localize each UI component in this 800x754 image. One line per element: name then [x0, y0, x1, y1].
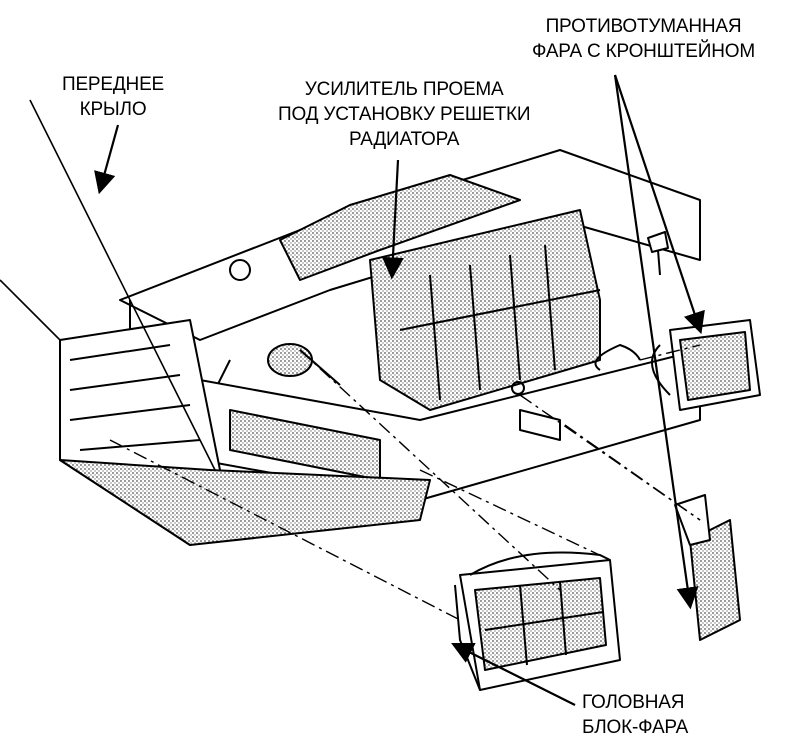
radiator-support	[119, 149, 701, 401]
label-grille-opening-reinforcement: УСИЛИТЕЛЬ ПРОЕМА ПОД УСТАНОВКУ РЕШЕТКИ Р…	[278, 77, 531, 152]
label-line: ПРОТИВОТУМАННАЯ	[545, 16, 742, 37]
corner-lamp	[59, 319, 431, 546]
label-line: КРЫЛО	[79, 99, 147, 120]
label-headlamp-unit: ГОЛОВНАЯ БЛОК-ФАРА	[582, 690, 688, 740]
label-line: РАДИАТОРА	[349, 129, 460, 150]
label-line: ФАРА С КРОНШТЕЙНОМ	[532, 41, 755, 62]
label-fog-lamp-with-bracket: ПРОТИВОТУМАННАЯ ФАРА С КРОНШТЕЙНОМ	[532, 14, 755, 64]
label-line: ПОД УСТАНОВКУ РЕШЕТКИ	[278, 104, 531, 125]
alignment-lines	[109, 344, 701, 621]
leader-lines	[0, 74, 705, 706]
label-line: УСИЛИТЕЛЬ ПРОЕМА	[304, 79, 504, 100]
label-line: ГОЛОВНАЯ	[582, 692, 685, 713]
fog-lamp-bracket	[674, 494, 741, 641]
label-front-fender: ПЕРЕДНЕЕ КРЫЛО	[62, 72, 164, 122]
headlamp-unit	[454, 551, 621, 691]
fog-lamp-unit	[594, 319, 761, 411]
bolt	[647, 231, 669, 276]
grille-opening-reinforcement	[369, 209, 601, 411]
label-line: БЛОК-ФАРА	[582, 717, 689, 738]
label-line: ПЕРЕДНЕЕ	[62, 74, 165, 95]
